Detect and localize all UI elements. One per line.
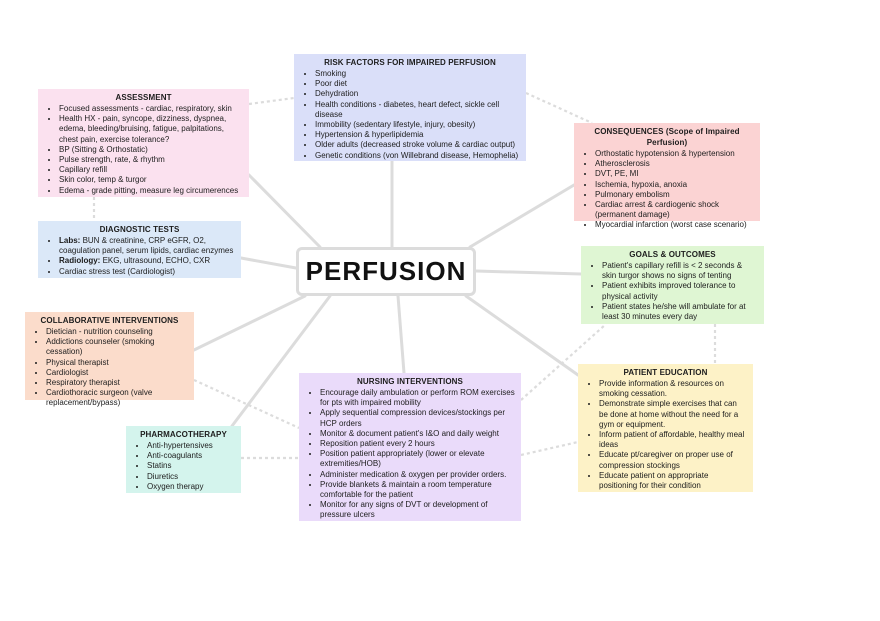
list-item: Administer medication & oxygen per provi… (320, 470, 515, 480)
list-item: Ischemia, hypoxia, anoxia (595, 180, 754, 190)
collaborative-interventions-title: COLLABORATIVE INTERVENTIONS (40, 316, 179, 325)
labs-text: BUN & creatinine, CRP eGFR, O2, coagulat… (59, 236, 234, 256)
list-item: Atherosclerosis (595, 159, 754, 169)
list-item: Smoking (315, 69, 520, 79)
link-collaborative (192, 294, 307, 352)
list-item: Cardiologist (46, 368, 188, 378)
list-item: Radiology: EKG, ultrasound, ECHO, CXR (59, 256, 235, 266)
list-item: Cardiac stress test (Cardiologist) (59, 267, 235, 277)
nursing-interventions-box: NURSING INTERVENTIONS Encourage daily am… (299, 373, 521, 521)
list-item: BP (Sitting & Orthostatic) (59, 145, 243, 155)
list-item: Oxygen therapy (147, 482, 235, 492)
risk-factors-box: RISK FACTORS FOR IMPAIRED PERFUSION Smok… (294, 54, 526, 161)
dotted-nursing-goals (520, 323, 607, 401)
list-item: Encourage daily ambulation or perform RO… (320, 388, 515, 408)
list-item: Anti-coagulants (147, 451, 235, 461)
list-item: Patient exhibits improved tolerance to p… (602, 281, 758, 301)
list-item: Hypertension & hyperlipidemia (315, 130, 520, 140)
diagnostic-tests-box: DIAGNOSTIC TESTS Labs: BUN & creatinine,… (38, 221, 241, 278)
list-item: Dehydration (315, 89, 520, 99)
risk-factors-list: Smoking Poor diet Dehydration Health con… (300, 69, 520, 161)
list-item: Inform patient of affordable, healthy me… (599, 430, 747, 450)
list-item: Respiratory therapist (46, 378, 188, 388)
list-item: Apply sequential compression devices/sto… (320, 408, 515, 428)
nursing-interventions-list: Encourage daily ambulation or perform RO… (305, 388, 515, 521)
patient-education-title: PATIENT EDUCATION (623, 368, 708, 377)
list-item: Physical therapist (46, 358, 188, 368)
collaborative-interventions-list: Dietician - nutrition counseling Addicti… (31, 327, 188, 409)
radiology-label: Radiology: (59, 256, 101, 266)
link-education (464, 294, 580, 377)
link-pharmacotherapy (230, 294, 332, 428)
link-nursing (396, 294, 406, 375)
central-topic-title: PERFUSION (305, 256, 467, 286)
list-item: Anti-hypertensives (147, 441, 235, 451)
labs-label: Labs: (59, 236, 81, 245)
list-item: Poor diet (315, 79, 520, 89)
consequences-title: CONSEQUENCES (Scope of Impaired Perfusio… (594, 127, 740, 147)
list-item: Genetic conditions (von Willebrand disea… (315, 151, 520, 161)
list-item: Diuretics (147, 472, 235, 482)
list-item: Orthostatic hypotension & hypertension (595, 149, 754, 159)
goals-outcomes-box: GOALS & OUTCOMES Patient's capillary ref… (581, 246, 764, 324)
link-diagnostic (239, 256, 298, 270)
collaborative-interventions-box: COLLABORATIVE INTERVENTIONS Dietician - … (25, 312, 194, 407)
list-item: Health HX - pain, syncope, dizziness, dy… (59, 114, 243, 145)
link-consequences (468, 183, 576, 249)
list-item: Monitor for any signs of DVT or developm… (320, 500, 515, 520)
diagnostic-tests-list: Labs: BUN & creatinine, CRP eGFR, O2, co… (44, 236, 235, 277)
list-item: Statins (147, 461, 235, 471)
list-item: Cardiac arrest & cardiogenic shock (perm… (595, 200, 754, 220)
list-item: Educate patient on appropriate positioni… (599, 471, 747, 491)
dotted-collaborative-nursing (193, 378, 300, 430)
dotted-nursing-education (520, 440, 579, 457)
list-item: Pulmonary embolism (595, 190, 754, 200)
patient-education-list: Provide information & resources on smoki… (584, 379, 747, 491)
goals-outcomes-list: Patient's capillary refill is < 2 second… (587, 261, 758, 322)
risk-factors-title: RISK FACTORS FOR IMPAIRED PERFUSION (324, 58, 496, 67)
list-item: Myocardial infarction (worst case scenar… (595, 220, 754, 230)
list-item: Cardiothoracic surgeon (valve replacemen… (46, 388, 188, 408)
goals-outcomes-title: GOALS & OUTCOMES (629, 250, 716, 259)
link-goals (474, 269, 583, 276)
link-assessment (247, 173, 322, 249)
list-item: Patient states he/she will ambulate for … (602, 302, 758, 322)
list-item: Educate pt/caregiver on proper use of co… (599, 450, 747, 470)
assessment-title: ASSESSMENT (115, 93, 172, 102)
list-item: DVT, PE, MI (595, 169, 754, 179)
pharmacotherapy-list: Anti-hypertensives Anti-coagulants Stati… (132, 441, 235, 492)
list-item: Position patient appropriately (lower or… (320, 449, 515, 469)
patient-education-box: PATIENT EDUCATION Provide information & … (578, 364, 753, 492)
list-item: Health conditions - diabetes, heart defe… (315, 100, 520, 120)
list-item: Provide blankets & maintain a room tempe… (320, 480, 515, 500)
consequences-list: Orthostatic hypotension & hypertension A… (580, 149, 754, 231)
pharmacotherapy-box: PHARMACOTHERAPY Anti-hypertensives Anti-… (126, 426, 241, 493)
central-topic: PERFUSION (296, 247, 476, 296)
assessment-box: ASSESSMENT Focused assessments - cardiac… (38, 89, 249, 197)
pharmacotherapy-title: PHARMACOTHERAPY (140, 430, 227, 439)
nursing-interventions-title: NURSING INTERVENTIONS (357, 377, 463, 386)
list-item: Immobility (sedentary lifestyle, injury,… (315, 120, 520, 130)
list-item: Capillary refill (59, 165, 243, 175)
list-item: Patient's capillary refill is < 2 second… (602, 261, 758, 281)
dotted-risk-consequences (525, 91, 593, 125)
consequences-box: CONSEQUENCES (Scope of Impaired Perfusio… (574, 123, 760, 229)
list-item: Edema - grade pitting, measure leg circu… (59, 186, 243, 196)
list-item: Older adults (decreased stroke volume & … (315, 140, 520, 150)
dotted-assessment-risk (248, 96, 295, 106)
list-item: Addictions counseler (smoking cessation) (46, 337, 188, 357)
list-item: Reposition patient every 2 hours (320, 439, 515, 449)
radiology-text: EKG, ultrasound, ECHO, CXR (100, 256, 211, 266)
list-item: Dietician - nutrition counseling (46, 327, 188, 337)
list-item: Demonstrate simple exercises that can be… (599, 399, 747, 430)
assessment-list: Focused assessments - cardiac, respirato… (44, 104, 243, 196)
list-item: Pulse strength, rate, & rhythm (59, 155, 243, 165)
list-item: Labs: BUN & creatinine, CRP eGFR, O2, co… (59, 236, 235, 256)
diagnostic-tests-title: DIAGNOSTIC TESTS (99, 225, 180, 234)
list-item: Focused assessments - cardiac, respirato… (59, 104, 243, 114)
list-item: Skin color, temp & turgor (59, 175, 243, 185)
list-item: Provide information & resources on smoki… (599, 379, 747, 399)
list-item: Monitor & document patient's I&O and dai… (320, 429, 515, 439)
